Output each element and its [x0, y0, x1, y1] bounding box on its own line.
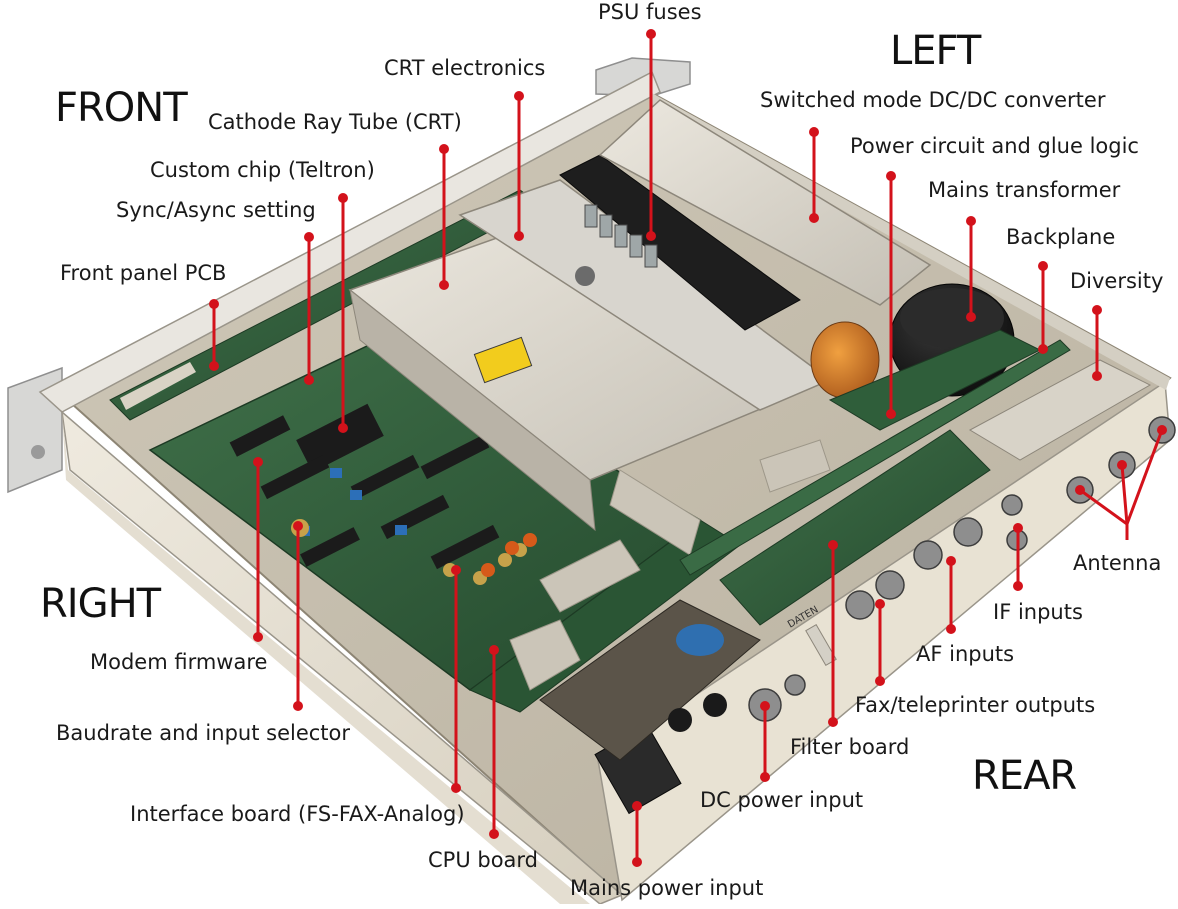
dcdc-converter [598, 99, 932, 306]
callout-dot-cpu-board-start [489, 645, 499, 655]
callout-dot-sync-async-end [304, 375, 314, 385]
label-custom-chip: Custom chip (Teltron) [150, 158, 375, 182]
callout-dot-baudrate-end [293, 701, 303, 711]
callout-dot-diversity-start [1092, 305, 1102, 315]
callout-dot-front-panel-pcb-end [209, 361, 219, 371]
callout-dot-mains-power-end [632, 857, 642, 867]
callout-dot-power-circuit-end [886, 409, 896, 419]
side-label-left: LEFT [890, 28, 981, 74]
callout-dot-interface-board-end [451, 783, 461, 793]
rear-connectors: DATEN [594, 416, 1176, 815]
callout-dot-baudrate-start [293, 521, 303, 531]
side-label-right: RIGHT [40, 581, 161, 627]
label-filter-board: Filter board [790, 735, 910, 759]
callout-dot-front-panel-pcb-start [209, 299, 219, 309]
callout-dot-fax-outputs-end [875, 676, 885, 686]
label-baudrate: Baudrate and input selector [56, 721, 350, 745]
callout-dot-dc-power-start [760, 701, 770, 711]
label-modem-firmware: Modem firmware [90, 650, 268, 674]
callout-dot-diversity-end [1092, 371, 1102, 381]
label-if-inputs: IF inputs [993, 600, 1083, 624]
callout-dot-mains-transformer-start [966, 216, 976, 226]
callout-dot-dcdc-converter-end [809, 213, 819, 223]
callout-dot-custom-chip-start [338, 193, 348, 203]
callout-dot-sync-async-start [304, 232, 314, 242]
label-interface-board: Interface board (FS-FAX-Analog) [130, 802, 465, 826]
callout-dot-fax-outputs-start [875, 599, 885, 609]
callout-dot-antenna-1 [1075, 485, 1085, 495]
callout-dot-power-circuit-start [886, 171, 896, 181]
callout-dot-custom-chip-end [338, 423, 348, 433]
label-antenna: Antenna [1073, 551, 1162, 575]
label-mains-transformer: Mains transformer [928, 178, 1121, 202]
callout-dot-modem-firmware-end [253, 632, 263, 642]
filter-board-shape [719, 429, 991, 626]
callout-layer [209, 29, 1167, 867]
callout-dot-backplane-end [1038, 344, 1048, 354]
label-crt-electronics: CRT electronics [384, 56, 546, 80]
callout-dot-mains-transformer-end [966, 312, 976, 322]
callout-dot-psu-fuses-end [646, 231, 656, 241]
label-diversity: Diversity [1070, 269, 1164, 293]
callout-dot-cpu-board-end [489, 829, 499, 839]
callout-dot-psu-fuses-start [646, 29, 656, 39]
callout-dot-filter-board-end [828, 717, 838, 727]
callout-dot-backplane-start [1038, 261, 1048, 271]
side-label-rear: REAR [972, 753, 1077, 799]
callout-dot-if-inputs-end [1013, 581, 1023, 591]
label-crt: Cathode Ray Tube (CRT) [208, 110, 462, 134]
psu-board [559, 154, 801, 331]
callout-line-antenna-2 [1120, 464, 1129, 525]
callout-dot-filter-board-start [828, 540, 838, 550]
callout-dot-crt-start [439, 144, 449, 154]
callout-dot-af-inputs-end [946, 624, 956, 634]
callout-dot-crt-electronics-end [514, 231, 524, 241]
label-cpu-board: CPU board [428, 848, 539, 872]
label-front-panel-pcb: Front panel PCB [60, 261, 227, 285]
label-af-inputs: AF inputs [916, 642, 1015, 666]
callout-line-antenna-1 [1079, 488, 1128, 526]
callout-dot-mains-power-start [632, 801, 642, 811]
callout-dot-crt-electronics-start [514, 91, 524, 101]
side-label-front: FRONT [55, 85, 188, 131]
label-dcdc-converter: Switched mode DC/DC converter [760, 88, 1106, 112]
callout-dot-antenna-2 [1117, 460, 1127, 470]
label-power-circuit: Power circuit and glue logic [850, 134, 1139, 158]
callout-dot-interface-board-start [451, 565, 461, 575]
backplane-board [679, 339, 1071, 576]
mains-filter-area [539, 599, 761, 761]
callout-dot-af-inputs-start [946, 556, 956, 566]
label-fax-outputs: Fax/teleprinter outputs [855, 693, 1096, 717]
callout-dot-antenna-3 [1157, 425, 1167, 435]
label-dc-power: DC power input [700, 788, 864, 812]
callout-line-antenna-3 [1125, 429, 1164, 525]
callout-dot-if-inputs-start [1013, 523, 1023, 533]
label-psu-fuses: PSU fuses [598, 0, 702, 24]
label-sync-async: Sync/Async setting [116, 198, 316, 222]
label-backplane: Backplane [1006, 225, 1116, 249]
callout-dot-crt-end [439, 280, 449, 290]
callout-dot-dc-power-end [760, 772, 770, 782]
label-mains-power: Mains power input [570, 876, 764, 900]
callout-dot-modem-firmware-start [253, 457, 263, 467]
diversity-board [968, 359, 1152, 461]
ribbon-cables [509, 439, 831, 691]
callout-dot-dcdc-converter-start [809, 127, 819, 137]
